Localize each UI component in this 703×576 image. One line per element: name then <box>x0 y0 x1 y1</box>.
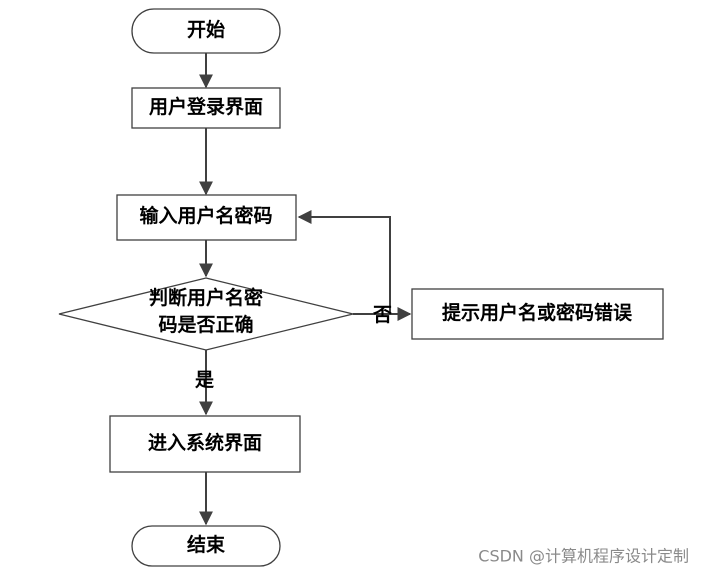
edge-error-back-to-input <box>297 210 391 314</box>
decision-node: 判断用户名密 码是否正确 <box>58 277 354 351</box>
enter-system-node: 进入系统界面 <box>109 415 301 473</box>
watermark-text: CSDN @计算机程序设计定制 <box>478 547 689 566</box>
end-node-label: 结束 <box>187 533 226 556</box>
input-credentials-label: 输入用户名密码 <box>139 204 272 227</box>
login-page-label: 用户登录界面 <box>149 95 263 118</box>
error-prompt-label: 提示用户名或密码错误 <box>442 301 633 324</box>
start-node: 开始 <box>131 8 281 54</box>
edge-label-yes: 是 <box>195 369 214 391</box>
end-node: 结束 <box>131 525 281 567</box>
error-prompt-node: 提示用户名或密码错误 <box>411 288 664 340</box>
login-page-node: 用户登录界面 <box>131 87 281 129</box>
decision-label-line2: 码是否正确 <box>158 313 253 336</box>
edges <box>199 53 412 526</box>
decision-label-line1: 判断用户名密 <box>149 286 263 309</box>
edge-label-no: 否 <box>372 304 392 326</box>
input-credentials-node: 输入用户名密码 <box>116 194 297 241</box>
start-node-label: 开始 <box>187 18 225 41</box>
enter-system-label: 进入系统界面 <box>148 431 262 454</box>
